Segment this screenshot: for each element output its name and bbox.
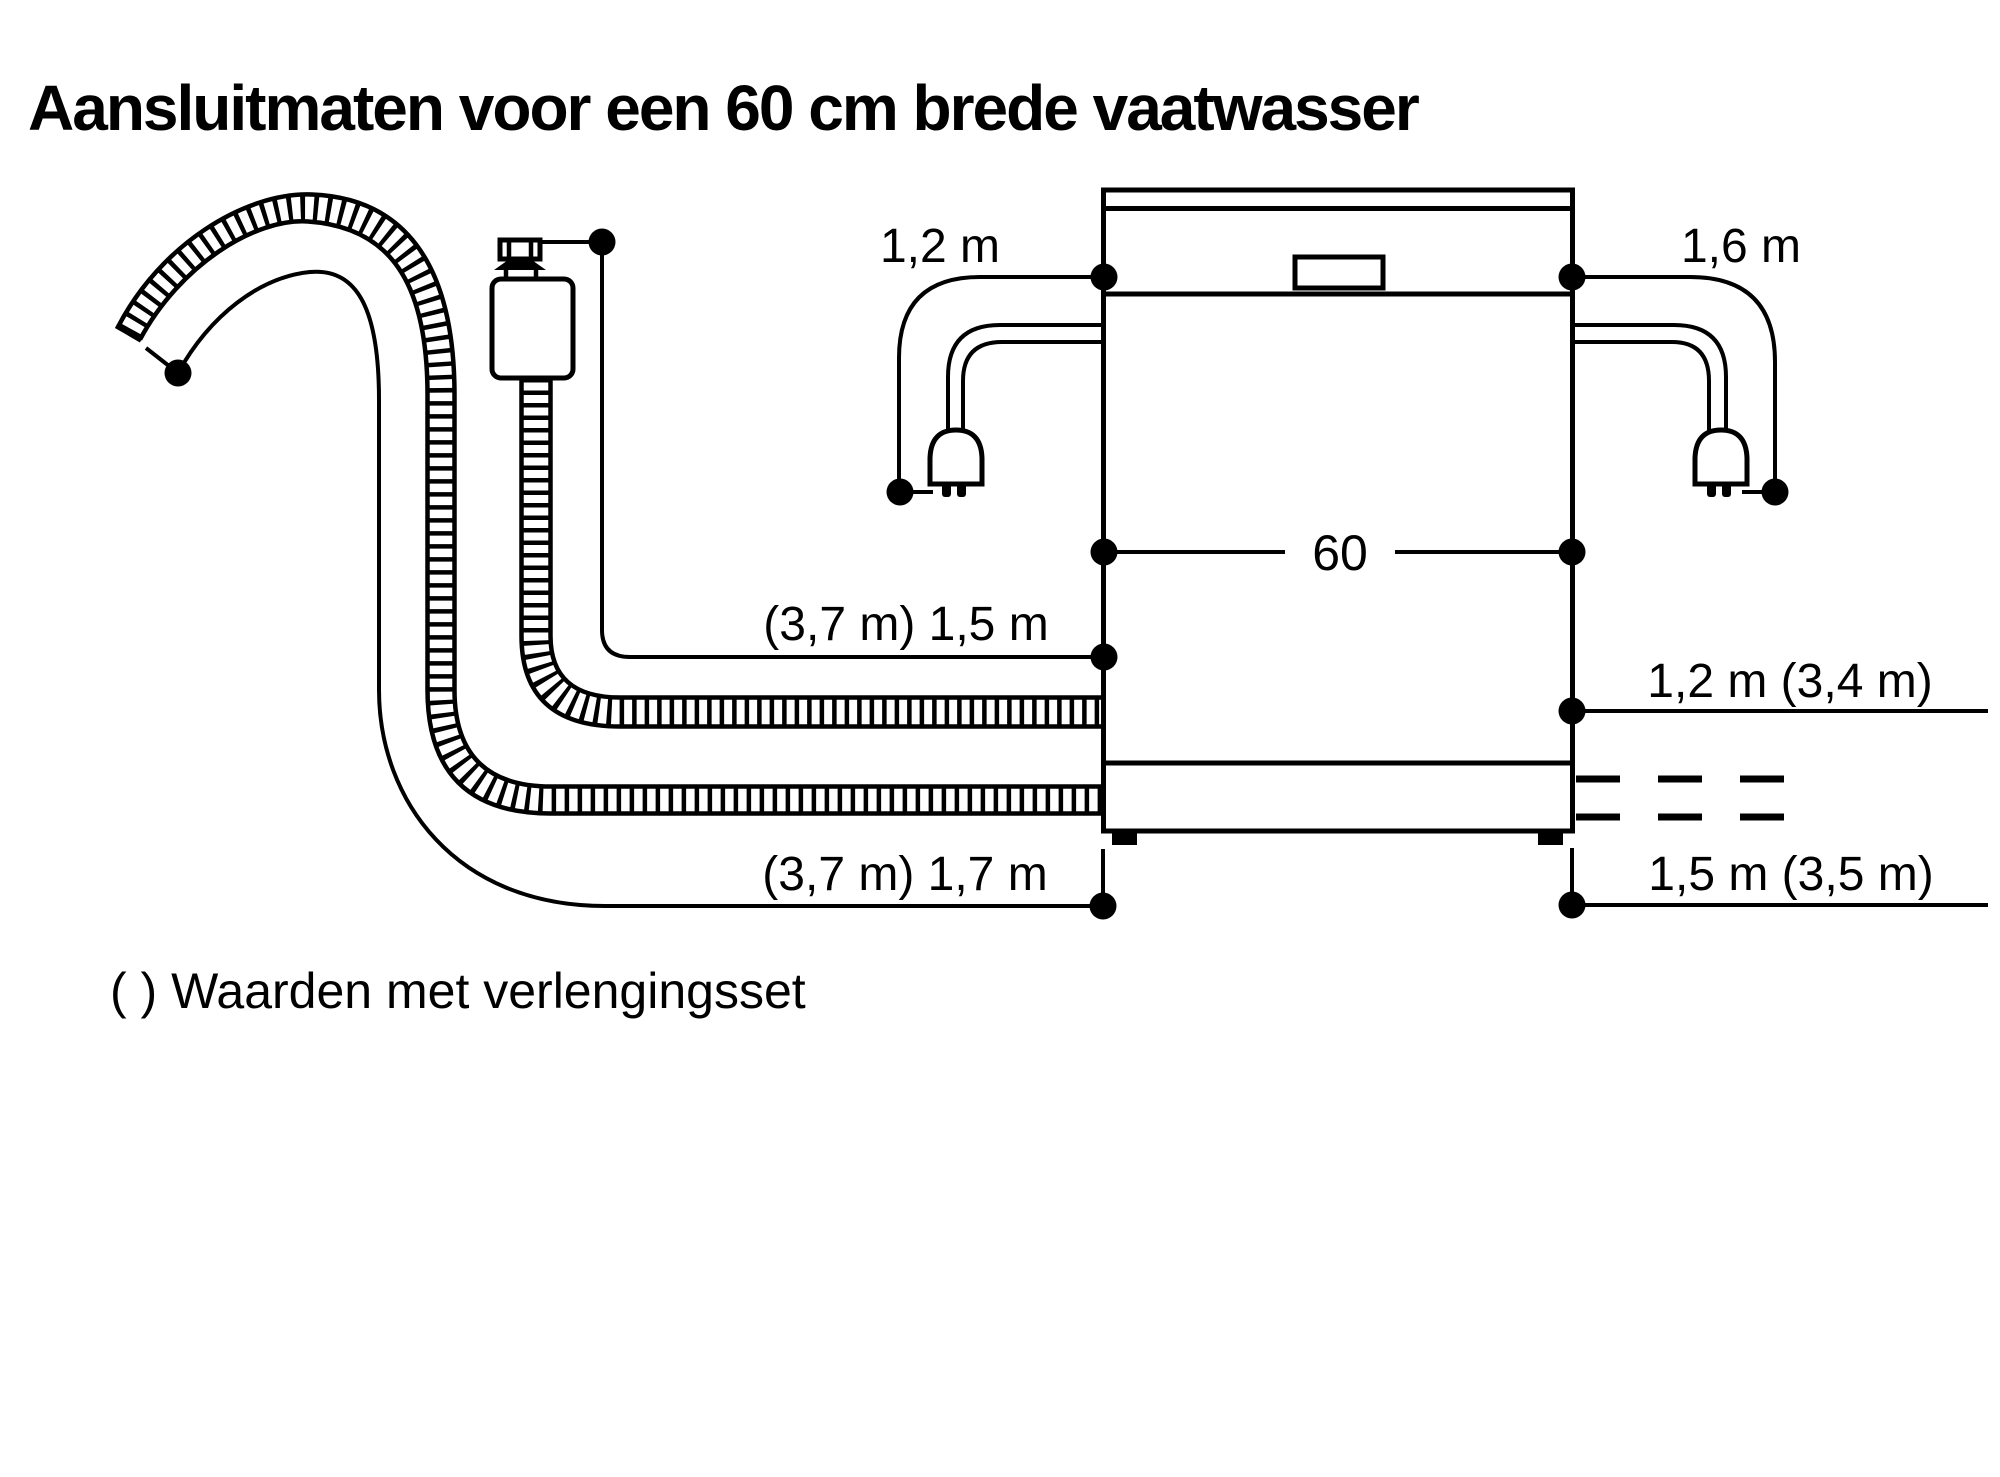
inlet-hose: [489, 237, 1101, 729]
aquastop-body: [489, 276, 576, 381]
inlet-hose-inner-rail: [548, 378, 1101, 700]
legend-note: ( ) Waarden met verlengingsset: [110, 963, 806, 1019]
dot-inlet-start: [588, 228, 616, 256]
drain-hose-measure-line: [176, 269, 1095, 908]
drain-hose-inner-rail: [138, 219, 1101, 816]
foot-right: [1538, 831, 1563, 845]
cord-right-outer: [1572, 323, 1728, 436]
drain-hose: [114, 192, 1101, 816]
measure-left-power-line: [897, 275, 1104, 486]
plug-right-pin-1: [1707, 484, 1716, 497]
plug-left-pin-1: [942, 484, 951, 497]
foot-left: [1112, 831, 1137, 845]
door-handle: [1292, 254, 1386, 291]
dot-plug-left: [886, 478, 914, 506]
dishwasher: [1101, 187, 1575, 845]
cord-left-outer: [946, 323, 1103, 436]
inlet-hose-outer-rail: [519, 378, 1101, 729]
tap-nut: [497, 237, 543, 262]
label-right-upper: 1,2 m (3,4 m): [1647, 655, 1932, 708]
cord-right-inner: [1572, 340, 1711, 436]
dishwasher-outline: [1101, 187, 1575, 834]
drain-hose-end-cap: [114, 324, 143, 343]
page-title: Aansluitmaten voor een 60 cm brede vaatw…: [28, 72, 1419, 144]
cord-left-inner: [961, 340, 1103, 436]
label-left-power-cord: 1,2 m: [880, 220, 1000, 273]
drain-hose-corrugation: [117, 194, 1101, 814]
label-drain-hose: (3,7 m) 1,7 m: [762, 848, 1047, 901]
dot-drain-end: [1089, 892, 1117, 920]
dot-plug-right: [1761, 478, 1789, 506]
label-right-power-cord: 1,6 m: [1681, 220, 1801, 273]
tap-flange: [494, 258, 546, 270]
power-cord-right: [1572, 323, 1750, 497]
dot-panel-left: [1090, 263, 1118, 291]
dot-width-left: [1090, 538, 1118, 566]
label-right-lower: 1,5 m (3,5 m): [1648, 848, 1933, 901]
plug-left-pin-2: [957, 484, 966, 497]
power-cord-left: [927, 323, 1103, 497]
measure-right-power-line: [1572, 275, 1777, 486]
inlet-hose-corrugation: [521, 378, 1101, 727]
dot-width-right: [1558, 538, 1586, 566]
dot-drain-start: [164, 359, 192, 387]
aquastop-valve: [489, 237, 576, 381]
dot-right-upper: [1558, 697, 1586, 725]
label-width-cm: 60: [1312, 525, 1368, 581]
dot-inlet-edge: [1090, 643, 1118, 671]
label-inlet-hose: (3,7 m) 1,5 m: [763, 598, 1048, 651]
hot-water-dashes: [1576, 775, 1786, 821]
drain-hose-outer-rail: [115, 192, 1101, 789]
plug-right: [1692, 427, 1750, 487]
plug-right-pin-2: [1722, 484, 1731, 497]
dot-panel-right: [1558, 263, 1586, 291]
inlet-hose-measure-line: [600, 242, 1097, 659]
plug-left: [927, 427, 985, 487]
dot-right-lower: [1558, 891, 1586, 919]
